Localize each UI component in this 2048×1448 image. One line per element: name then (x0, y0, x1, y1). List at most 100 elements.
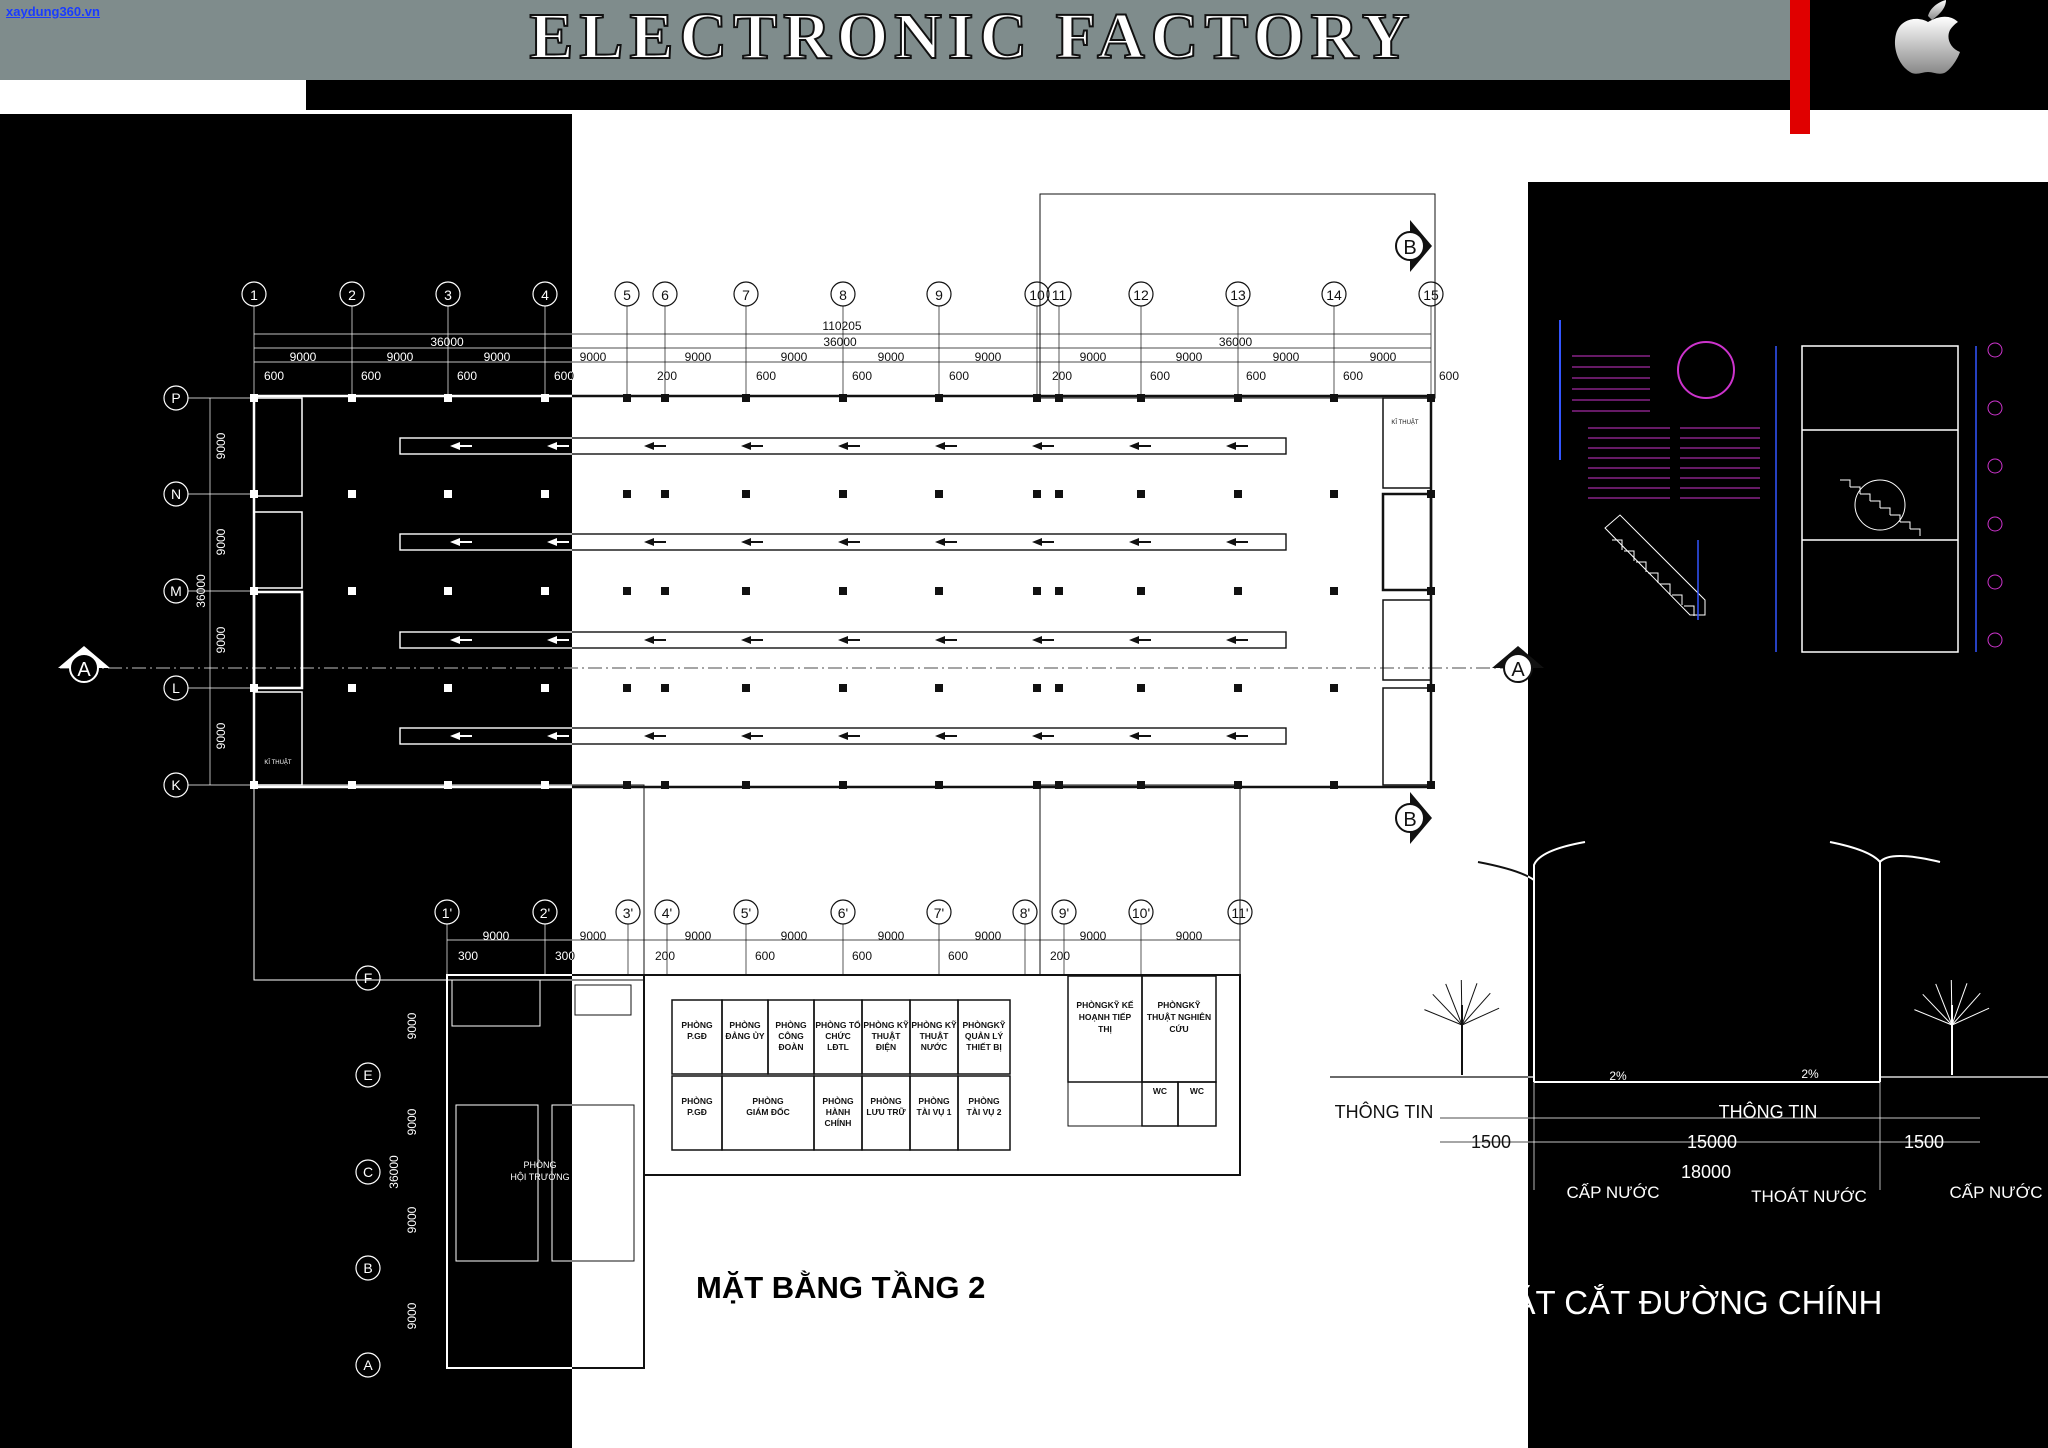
grid-label: 11' (1231, 905, 1248, 921)
grid-bubble (163, 481, 189, 507)
grid-bubble (1046, 281, 1072, 307)
technical-room (1383, 398, 1431, 488)
tree-branch (1445, 983, 1463, 1026)
flow-arrow (547, 538, 557, 546)
dimension-label: 9000 (484, 350, 511, 364)
flow-arrow (644, 732, 654, 740)
elevator-core (252, 590, 304, 690)
lower-link-outline (572, 784, 645, 981)
grid-bubble (241, 281, 267, 307)
tree-branch (1460, 979, 1463, 1026)
flow-arrow (1032, 732, 1042, 740)
room-label: HỘI TRƯỜNG (510, 1172, 569, 1182)
grid-bubble (163, 772, 189, 798)
structural-column (839, 781, 847, 789)
tree-branch (1424, 1009, 1463, 1026)
structural-column (1033, 781, 1041, 789)
room-label: TÀI VỤ 1 (917, 1107, 952, 1117)
grid-label: 7' (934, 905, 944, 921)
flow-arrow (1032, 636, 1042, 644)
tree-branch (1935, 983, 1953, 1026)
grid-bubble (355, 1255, 381, 1281)
tree-branch (1461, 1007, 1500, 1026)
grid-bubble (733, 281, 759, 307)
structural-column (661, 781, 669, 789)
flow-arrow (450, 732, 460, 740)
dimension-label: 9000 (1176, 929, 1203, 943)
structural-column (1033, 587, 1041, 595)
dimension-label: 9000 (975, 929, 1002, 943)
structural-column (935, 394, 943, 402)
wc-core (253, 397, 303, 497)
room-label: ĐẢNG ỦY (725, 1030, 765, 1041)
site-tag-link[interactable]: xaydung360.vn (6, 4, 100, 19)
stair-step (1880, 507, 1891, 515)
room-label: NƯỚC (921, 1041, 948, 1052)
grid-label: 8 (839, 287, 847, 303)
road-section-title: MẶT CẮT ĐƯỜNG CHÍNH (1486, 1284, 1883, 1321)
street-lamp (1528, 875, 1535, 881)
dimension-label: 9000 (214, 528, 228, 555)
structural-column (444, 587, 452, 595)
structural-column (661, 394, 669, 402)
dimension-label: 36000 (194, 574, 208, 608)
grid-bubble (532, 281, 558, 307)
grid-bubble (926, 281, 952, 307)
structural-column (742, 684, 750, 692)
flow-arrow (838, 538, 848, 546)
structural-column (935, 684, 943, 692)
grid-label: 3 (444, 287, 452, 303)
dimension-label: 600 (756, 369, 776, 383)
conveyor-line (572, 631, 1287, 649)
header-underline-bar (306, 80, 1790, 110)
dimension-label: 600 (264, 369, 284, 383)
grid-label: B (363, 1260, 372, 1276)
room-label: LƯU TRỮ (866, 1107, 906, 1117)
room-label: PHÒNG KỸ (863, 1019, 909, 1030)
room-label: CỨU (1169, 1023, 1188, 1034)
structural-column (623, 684, 631, 692)
room-label: QUẢN LÝ (965, 1030, 1004, 1041)
grid-bubble (1128, 281, 1154, 307)
elevator-core (1383, 494, 1431, 590)
room-label: PHÒNG KỸ (911, 1019, 957, 1030)
dimension-label: 600 (948, 949, 968, 963)
structural-column (742, 587, 750, 595)
grid-bubble (163, 578, 189, 604)
wc-room (1177, 1081, 1217, 1127)
room-label: PHÒNGKỸ KẾ (1076, 999, 1133, 1010)
grid-label: E (363, 1067, 372, 1083)
grid-label: M (170, 583, 182, 599)
structural-column (623, 490, 631, 498)
dimension-label: 600 (554, 369, 574, 383)
accent-red-bar (1790, 0, 1810, 134)
structural-column (541, 587, 549, 595)
room-label: KĨ THUẬT (264, 759, 292, 766)
street-lamp (1829, 841, 1881, 863)
structural-column (1055, 587, 1063, 595)
grid-label: P (171, 390, 180, 406)
grid-label: 15 (1423, 287, 1439, 303)
office-room (957, 1075, 1011, 1151)
flow-arrow (644, 538, 654, 546)
grid-label: 11 (1052, 287, 1067, 303)
stage (572, 1104, 635, 1262)
structural-column (1055, 684, 1063, 692)
structural-column (742, 781, 750, 789)
stair-core (254, 512, 302, 588)
room-label: TÀI VỤ 2 (967, 1107, 1002, 1117)
dimension-label: 200 (1052, 369, 1072, 383)
wc-core (254, 398, 302, 496)
structural-column (623, 394, 631, 402)
structural-column (742, 490, 750, 498)
structural-column (1033, 394, 1041, 402)
grid-label: 12 (1133, 287, 1149, 303)
grid-bubble (1321, 281, 1347, 307)
header-band (0, 0, 1790, 80)
structural-column (1137, 587, 1145, 595)
room-label: HÀNH (826, 1107, 851, 1117)
grid-label: 4 (541, 287, 549, 303)
room-label: ĐOÀN (778, 1042, 803, 1052)
